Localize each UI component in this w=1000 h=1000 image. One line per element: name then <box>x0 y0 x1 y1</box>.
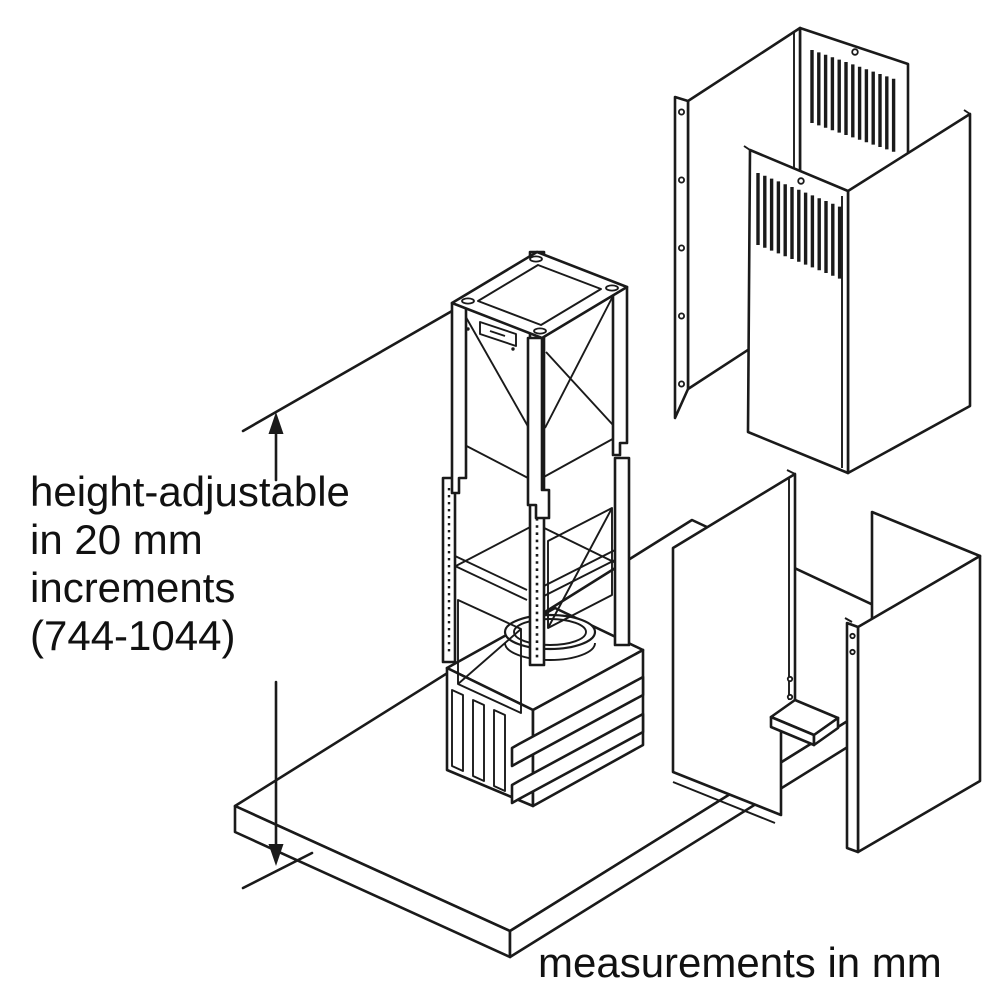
screw-hole <box>786 675 794 683</box>
frame-left-diagonal-brace <box>457 628 522 685</box>
lower-chimney-cover-right <box>844 510 982 854</box>
rivet-dot <box>511 347 515 351</box>
height-note-line-2: in 20 mm <box>30 516 203 563</box>
screw-hole <box>851 48 859 56</box>
upper-frame-diagonal-brace <box>544 295 614 429</box>
upper-frame-front-leg <box>526 336 551 520</box>
lower-chimney-cover-left <box>671 469 840 824</box>
frame-rear-rail <box>535 523 623 567</box>
frame-front-rail <box>454 555 528 591</box>
duct-collar-base <box>504 642 596 661</box>
screw-hole <box>786 693 794 701</box>
hood-vent-slot <box>493 709 506 792</box>
fold-tab <box>963 109 971 124</box>
bottom-hem-edge <box>672 781 776 824</box>
ceiling-reference-line <box>241 309 454 433</box>
hood-vent-slot <box>451 689 464 772</box>
screw-hole <box>678 108 686 116</box>
ring-inner <box>477 264 602 326</box>
screw-hole <box>797 177 805 185</box>
ceiling-mount-ring <box>450 250 629 351</box>
height-note-line-3: increments <box>30 564 235 611</box>
ring-screw-slot <box>605 284 619 292</box>
height-dimension <box>241 412 314 890</box>
screw-hole <box>849 632 856 640</box>
duct-collar <box>503 613 597 661</box>
screw-hole <box>678 176 686 184</box>
rating-label-text-mark <box>489 330 506 337</box>
upper-front-cover-vent-grille <box>756 173 842 279</box>
up-arrow-icon <box>268 412 284 434</box>
screw-hole <box>678 380 686 388</box>
dimension-end-tick <box>241 851 314 890</box>
duct-collar-outer-rim <box>503 613 597 651</box>
units-note: measurements in mm <box>538 939 942 986</box>
screw-hole <box>678 244 686 252</box>
fold-tab <box>786 469 796 484</box>
down-arrow-icon <box>268 844 284 866</box>
fold-tab <box>743 145 751 160</box>
upper-frame-diagonal-brace <box>545 351 614 426</box>
upper-chimney-cover-front <box>743 109 972 475</box>
upper-back-cover-flange <box>673 95 690 420</box>
rating-label-plate <box>479 321 517 347</box>
frame-front-rail <box>454 565 528 601</box>
upper-frame-right-leg <box>611 285 629 457</box>
support-frame <box>441 250 631 714</box>
hood-vent-slot <box>472 699 485 782</box>
ring-screw-slot <box>533 327 547 335</box>
height-note-line-1: height-adjustable <box>30 468 350 515</box>
screw-hole <box>849 648 856 656</box>
upper-frame-diagonal-brace <box>462 311 531 431</box>
upper-frame-left-leg <box>450 301 468 495</box>
height-note-line-4: (744-1044) <box>30 612 235 659</box>
screw-hole <box>678 312 686 320</box>
height-note: height-adjustable in 20 mm increments (7… <box>30 468 350 659</box>
frame-right-upright <box>613 456 631 647</box>
ring-outer <box>450 250 629 340</box>
lower-left-cover-shelf-edge <box>812 716 840 747</box>
ring-screw-slot <box>529 255 543 263</box>
frame-left-upright <box>441 476 457 664</box>
duct-collar-inner-rim <box>513 618 587 646</box>
lower-right-cover-flange <box>845 621 860 854</box>
hood-mounting-rail <box>510 712 645 805</box>
upper-frame-lower-rail <box>541 435 619 479</box>
hood-mounting-rail <box>510 675 645 768</box>
ring-screw-slot <box>461 297 475 305</box>
fold-tab <box>844 617 853 623</box>
rivet-dot <box>466 327 470 331</box>
frame-left-window <box>457 599 522 714</box>
upper-back-cover-vent-grille <box>810 50 896 152</box>
frame-front-rail <box>539 559 616 599</box>
frame-right-window <box>547 507 613 629</box>
frame-front-rail <box>539 549 616 589</box>
